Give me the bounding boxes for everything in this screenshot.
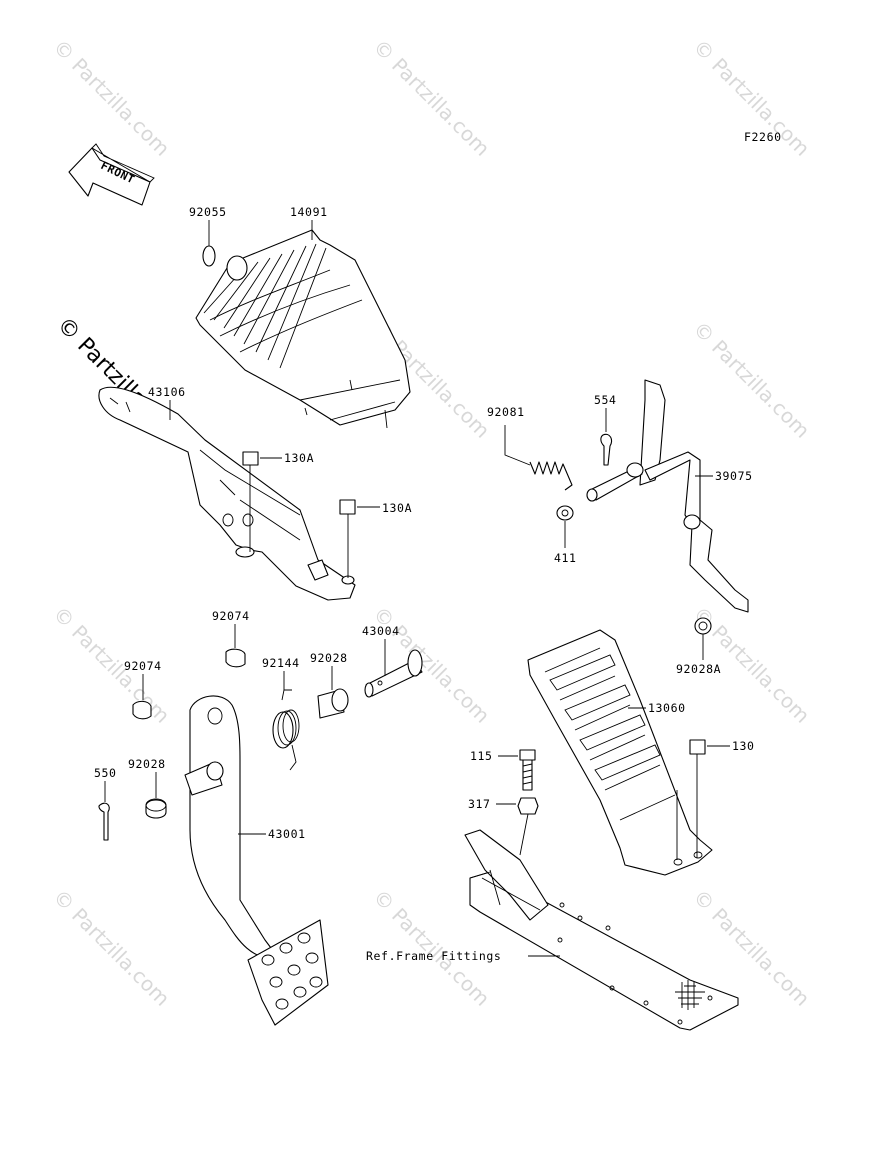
label-411: 411 xyxy=(554,551,577,565)
pin-43004 xyxy=(364,649,423,698)
label-130: 130 xyxy=(732,739,755,753)
cover-14091 xyxy=(195,229,411,429)
pedal-43001 xyxy=(184,695,329,1026)
label-92028-center: 92028 xyxy=(310,651,348,665)
label-92074-upper: 92074 xyxy=(212,609,250,623)
pedal-pad-holes xyxy=(261,932,323,1010)
washer-411 xyxy=(556,505,574,521)
bushing-92028-left xyxy=(145,798,167,819)
label-43106: 43106 xyxy=(148,385,186,399)
label-317: 317 xyxy=(468,797,491,811)
frame-holes xyxy=(557,902,713,1025)
label-130a-upper: 130A xyxy=(284,451,314,465)
label-130a-lower: 130A xyxy=(382,501,412,515)
label-13060: 13060 xyxy=(648,701,686,715)
bolt-130a-upper xyxy=(242,451,259,552)
bolt-115 xyxy=(519,749,536,791)
label-ref-frame-fittings: Ref.Frame Fittings xyxy=(366,949,501,963)
bolt-130 xyxy=(676,739,706,860)
o-ring-92055 xyxy=(202,245,216,267)
frame-crosshatch xyxy=(675,980,705,1010)
watermark: © Partzilla.com xyxy=(368,602,494,728)
label-92081: 92081 xyxy=(487,405,525,419)
label-39075: 39075 xyxy=(715,469,753,483)
pedal-13060 xyxy=(527,629,713,876)
lever-43106 xyxy=(98,386,356,601)
label-92074-left: 92074 xyxy=(124,659,162,673)
label-550: 550 xyxy=(94,766,117,780)
bumper-92074-left xyxy=(132,700,152,720)
label-554: 554 xyxy=(594,393,617,407)
label-92028-left: 92028 xyxy=(128,757,166,771)
label-92144: 92144 xyxy=(262,656,300,670)
watermark: © Partzilla.com xyxy=(48,885,174,1011)
diagram-code: F2260 xyxy=(744,130,782,144)
shaft-39075 xyxy=(586,379,749,613)
nut-317 xyxy=(517,797,539,856)
label-14091: 14091 xyxy=(290,205,328,219)
label-92055: 92055 xyxy=(189,205,227,219)
label-92028a: 92028A xyxy=(676,662,721,676)
spring-92081 xyxy=(504,425,573,491)
watermark: © Partzilla.com xyxy=(688,317,814,443)
cotter-pin-554 xyxy=(600,433,613,466)
bushing-92028-center xyxy=(317,688,349,719)
label-115: 115 xyxy=(470,749,493,763)
bushing-92028a xyxy=(694,617,712,635)
cotter-pin-550 xyxy=(98,802,110,841)
watermark: © Partzilla.com xyxy=(48,35,174,161)
frame-fittings xyxy=(464,829,739,1031)
watermark: © Partzilla.com xyxy=(368,35,494,161)
label-43001: 43001 xyxy=(268,827,306,841)
bolt-130a-lower xyxy=(339,499,356,578)
label-43004: 43004 xyxy=(362,624,400,638)
front-arrow-icon: FRONT xyxy=(68,143,155,206)
spring-92144 xyxy=(272,689,300,771)
bumper-92074-upper xyxy=(225,648,246,668)
